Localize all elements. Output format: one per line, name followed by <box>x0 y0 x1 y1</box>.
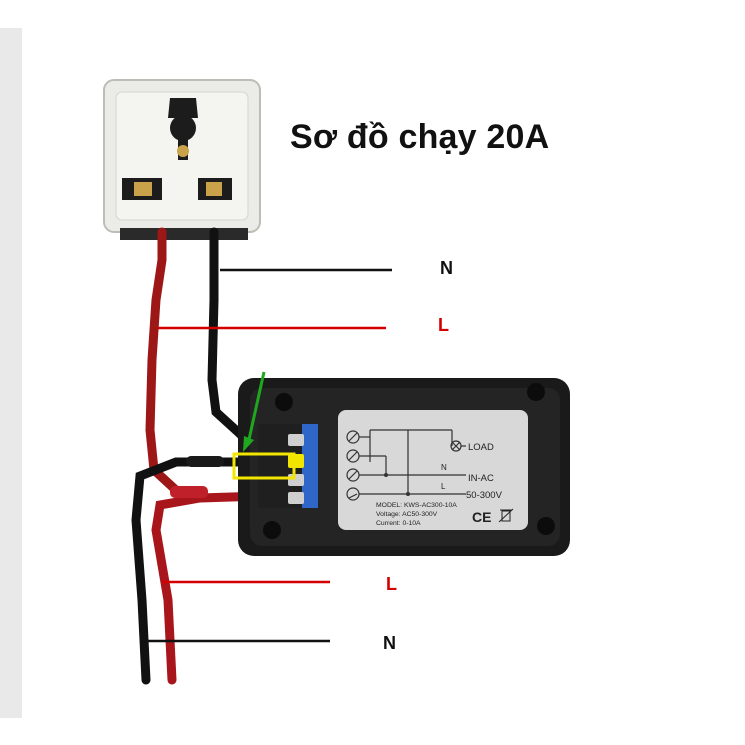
module-voltage-line: Voltage: AC50-300V <box>376 511 438 518</box>
label-bottom-neutral: N <box>383 633 396 653</box>
crimp-terminal-neutral <box>186 456 224 467</box>
power-meter-module: LOAD N IN-AC L 50-300V MODEL: KWS-AC300-… <box>238 378 570 556</box>
socket-line-wire <box>145 227 183 497</box>
module-n-label: N <box>441 463 447 472</box>
crimp-terminal-line <box>170 486 208 498</box>
label-top-line: L <box>438 315 449 335</box>
socket-outlet <box>103 79 261 240</box>
module-voltage-range: 50-300V <box>466 490 503 501</box>
left-frame-edge <box>0 28 22 718</box>
label-bottom-line: L <box>386 574 397 594</box>
green-arrow-icon <box>243 371 266 452</box>
module-in-ac-label: IN-AC <box>468 473 494 484</box>
module-model-line: MODEL: KWS-AC300-10A <box>376 502 457 509</box>
feed-line-wire <box>151 491 267 685</box>
highlight-box <box>232 452 296 480</box>
module-current-line: Current: 0-10A <box>376 520 421 527</box>
label-top-neutral: N <box>440 258 453 278</box>
terminal-block <box>302 424 318 508</box>
module-l-label: L <box>441 482 446 491</box>
diagram-title: Sơ đồ chạy 20A <box>290 118 550 156</box>
ce-mark: CE <box>472 509 491 525</box>
module-load-label: LOAD <box>468 442 494 453</box>
weee-bin-icon <box>498 508 514 523</box>
